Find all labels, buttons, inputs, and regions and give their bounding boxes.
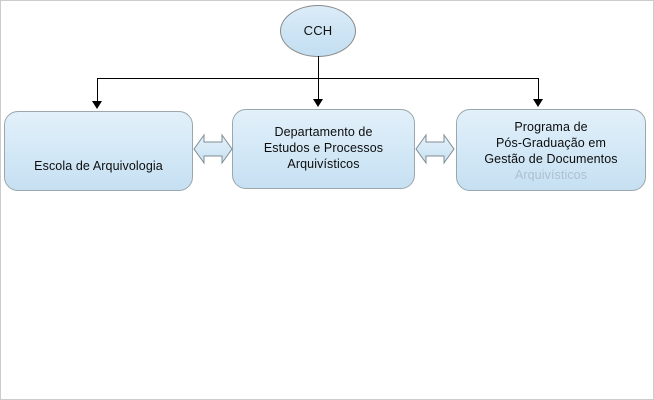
text-line: Departamento de bbox=[274, 125, 373, 139]
connector-branch-left bbox=[97, 78, 98, 102]
text-line: Programa de bbox=[514, 120, 588, 134]
node-escola-arquivologia-label: Escola de Arquivologia bbox=[11, 158, 186, 174]
node-cch-label: CCH bbox=[303, 22, 333, 38]
text-line: Escola de Arquivologia bbox=[34, 159, 163, 173]
bidirectional-arrow-icon bbox=[193, 131, 233, 167]
text-line: Pós-Graduação em bbox=[496, 136, 606, 150]
node-departamento-estudos-processos[interactable]: Departamento de Estudos e Processos Arqu… bbox=[232, 109, 415, 189]
text-line-clipped: Arquivísticos bbox=[514, 168, 588, 182]
arrowhead-middle-icon bbox=[313, 99, 323, 107]
arrowhead-right-icon bbox=[533, 99, 543, 107]
node-programa-pos-graduacao-label: Programa de Pós-Graduação em Gestão de D… bbox=[463, 119, 639, 183]
text-line: Gestão de Documentos bbox=[484, 152, 618, 166]
arrowhead-left-icon bbox=[92, 101, 102, 109]
text-line: Arquivísticos bbox=[287, 157, 360, 171]
node-departamento-estudos-processos-label: Departamento de Estudos e Processos Arqu… bbox=[239, 124, 408, 172]
bidirectional-arrow-icon bbox=[415, 131, 455, 167]
connector-stem-cch bbox=[318, 56, 319, 79]
connector-branch-middle bbox=[318, 78, 319, 100]
connector-branch-right bbox=[538, 78, 539, 100]
node-cch[interactable]: CCH bbox=[280, 5, 356, 57]
node-escola-arquivologia[interactable]: Escola de Arquivologia bbox=[4, 111, 193, 191]
node-programa-pos-graduacao[interactable]: Programa de Pós-Graduação em Gestão de D… bbox=[456, 109, 646, 191]
text-line: Estudos e Processos bbox=[263, 141, 384, 155]
